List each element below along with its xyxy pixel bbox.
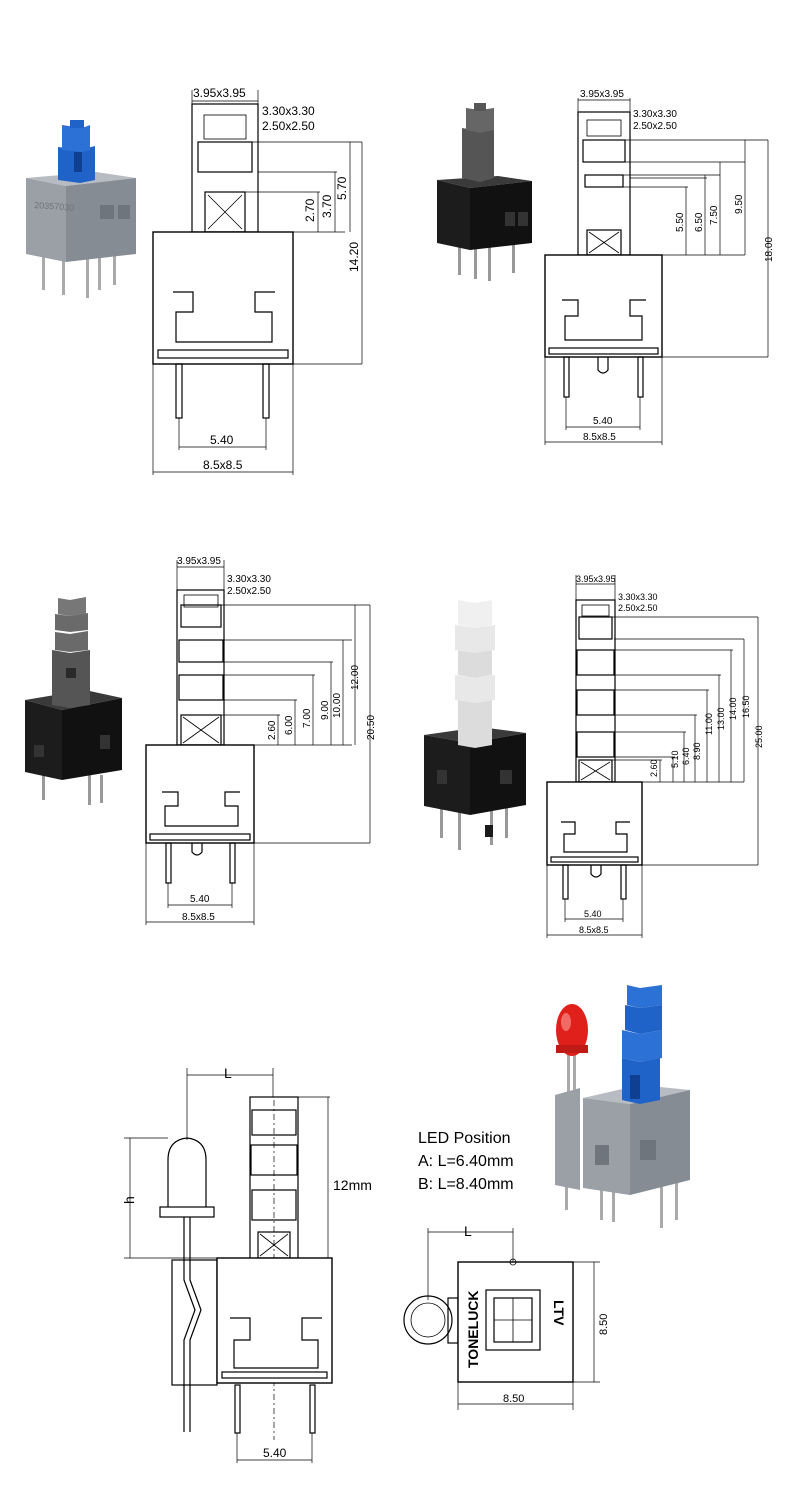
d2-h1: 5.50 [675, 212, 686, 232]
photo-grey-long-switch [25, 597, 122, 805]
d1-cap-inner2: 2.50x2.50 [262, 119, 315, 133]
brand-ltv: LTV [551, 1300, 567, 1326]
photo-dark-black-switch [437, 103, 532, 281]
led-pin-pitch: 5.40 [263, 1446, 287, 1460]
d1-pin-pitch: 5.40 [210, 433, 234, 447]
d4-h5: 11.00 [704, 713, 714, 735]
photo-led-switch [555, 985, 690, 1228]
d3-h6: 12.00 [350, 665, 361, 690]
d4-body-size: 8.5x8.5 [579, 925, 609, 935]
drawing-led-top: L TONELUCK LTV 8.50 8.50 [403, 1223, 610, 1410]
top-l-label: L [464, 1223, 472, 1239]
d2-cap-inner2: 2.50x2.50 [633, 121, 677, 132]
d2-cap-outer: 3.95x3.95 [580, 89, 624, 100]
d4-h2: 5.10 [670, 750, 680, 768]
d4-cap-outer: 3.95x3.95 [576, 574, 616, 584]
part-marking: 20357030 [34, 200, 75, 213]
d2-cap-inner1: 3.30x3.30 [633, 109, 677, 120]
d4-h1: 2.60 [649, 759, 659, 777]
d1-h3: 5.70 [335, 176, 349, 200]
d1-h2: 3.70 [320, 194, 334, 218]
led-height: 12mm [333, 1177, 372, 1193]
photo-blue-grey-switch: 20357030 [26, 120, 136, 298]
d4-total: 25.00 [754, 725, 764, 748]
d3-cap-inner1: 3.30x3.30 [227, 574, 271, 585]
d2-h2: 6.50 [694, 212, 705, 232]
d1-cap-outer: 3.95x3.95 [193, 86, 246, 100]
photo-white-long-switch [424, 600, 526, 850]
led-option-b: B: L=8.40mm [418, 1176, 514, 1193]
d3-h1: 2.60 [267, 720, 278, 740]
led-position-title: LED Position [418, 1130, 511, 1147]
d4-h4: 8.90 [692, 742, 702, 760]
d4-h8: 16.50 [741, 695, 751, 718]
d4-h6: 13.00 [716, 707, 726, 730]
d4-cap-inner2: 2.50x2.50 [618, 603, 658, 613]
d3-pin-pitch: 5.40 [190, 894, 210, 905]
d3-h4: 9.00 [320, 700, 331, 720]
d3-cap-inner2: 2.50x2.50 [227, 586, 271, 597]
d2-body-size: 8.5x8.5 [583, 432, 616, 443]
d2-h3: 7.50 [709, 205, 720, 225]
drawing-1: 3.95x3.95 3.30x3.30 2.50x2.50 2.70 3.70 … [152, 86, 363, 475]
drawing-3: 3.95x3.95 3.30x3.30 2.50x2.50 2.60 6.00 … [145, 556, 377, 925]
d3-cap-outer: 3.95x3.95 [177, 556, 221, 567]
brand-toneluck: TONELUCK [465, 1290, 481, 1368]
led-h-label: h [121, 1196, 137, 1204]
drawing-led-side: L h 12mm 5.40 [121, 1065, 372, 1463]
led-option-a: A: L=6.40mm [418, 1153, 514, 1170]
d4-cap-inner1: 3.30x3.30 [618, 592, 658, 602]
d4-h7: 14.00 [728, 697, 738, 720]
d3-total: 20.50 [366, 715, 377, 740]
d3-h5: 10.00 [332, 693, 343, 718]
d2-total: 18.00 [764, 237, 775, 262]
d2-h4: 9.50 [734, 194, 745, 214]
led-l-label: L [224, 1065, 232, 1081]
top-width: 8.50 [503, 1393, 524, 1405]
d3-h2: 6.00 [284, 715, 295, 735]
d4-pin-pitch: 5.40 [584, 909, 602, 919]
led-position-text: LED Position A: L=6.40mm B: L=8.40mm [418, 1130, 514, 1193]
d1-total: 14.20 [347, 242, 361, 272]
d4-h3: 6.40 [681, 747, 691, 765]
drawing-2: 3.95x3.95 3.30x3.30 2.50x2.50 5.50 6.50 … [544, 89, 775, 445]
d3-body-size: 8.5x8.5 [182, 912, 215, 923]
d1-cap-inner1: 3.30x3.30 [262, 104, 315, 118]
d1-body-size: 8.5x8.5 [203, 458, 243, 472]
d1-h1: 2.70 [303, 198, 317, 222]
drawing-4: 3.95x3.95 3.30x3.30 2.50x2.50 2.60 5.10 … [546, 574, 764, 938]
d2-pin-pitch: 5.40 [593, 416, 613, 427]
top-depth: 8.50 [598, 1314, 610, 1335]
d3-h3: 7.00 [302, 708, 313, 728]
